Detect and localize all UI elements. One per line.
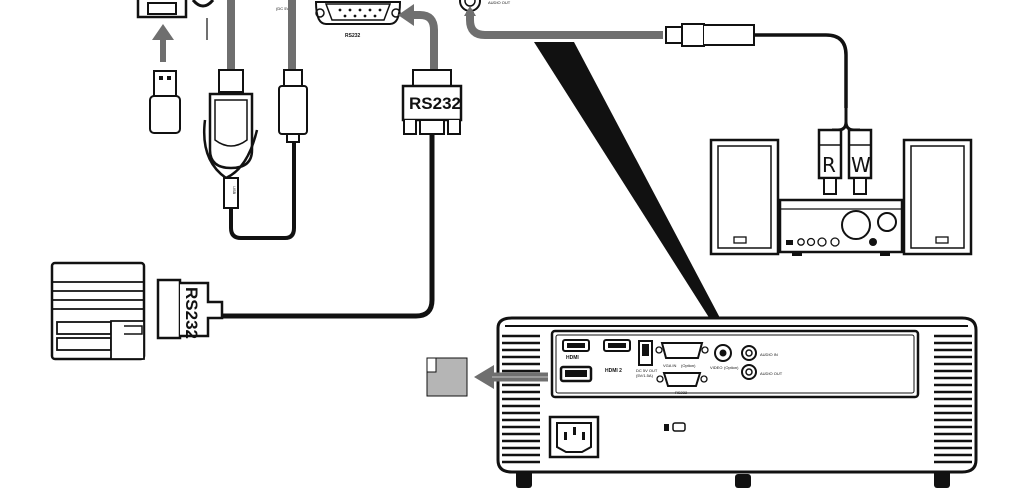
audio-jack-icon: AUDIO OUT (459, 0, 511, 12)
lock-icon (664, 422, 686, 432)
audio-out-top-label: AUDIO OUT (488, 0, 511, 5)
arrow-icon (474, 365, 548, 389)
rs232-connector-icon: RS232 (401, 69, 463, 135)
panel-dc-out-label: DC 5V OUT (636, 368, 658, 373)
rs232-cable-top (398, 4, 438, 76)
panel-vga-label: VGA IN (663, 363, 676, 368)
vent-grille-left (502, 334, 540, 464)
panel-rs232-label: RS232 (675, 390, 688, 395)
audio-cable (464, 6, 860, 132)
rs232-port-label: RS232 (345, 33, 361, 39)
panel-hdmi1-label: HDMI (566, 355, 579, 361)
speaker-icon (709, 138, 780, 256)
panel-audio-in-label: AUDIO IN (760, 352, 778, 357)
callout-pointer (534, 42, 729, 338)
amplifier-icon (778, 198, 904, 256)
usb-stick-icon (149, 70, 181, 134)
panel-audio-out-label: AUDIO OUT (760, 371, 783, 376)
rs232-plug-left-label: RS232 (182, 287, 201, 339)
panel-hdmi2-label: HDMI 2 (605, 368, 622, 374)
arrow-icon (152, 24, 174, 62)
hdmi-dongle-icon: USB (203, 0, 259, 209)
rs232-port-top: RS232 (314, 1, 402, 39)
power-socket-icon (548, 415, 600, 459)
rear-io-panel: HDMI HDMI 2 DC 5V OUT (5V/1.5A) VGA IN (… (550, 329, 920, 399)
speaker-icon (902, 138, 973, 256)
vent-grille-right (934, 334, 972, 464)
dc-out-label: (DC 5V) (276, 6, 291, 11)
rca-left-label: W (851, 153, 871, 177)
panel-video-sub-label: (Option) (724, 365, 739, 370)
top-device-fragment: (DC 5V) (136, 0, 291, 40)
hdmi-plug-icon (278, 0, 308, 143)
rs232-cable (218, 134, 435, 319)
rca-right-label: R (822, 153, 836, 177)
panel-dc-out-sub-label: (5V/1.5A) (636, 373, 654, 378)
hdmi-dongle-icon (426, 357, 468, 397)
rca-plug-icon: R W (817, 128, 873, 195)
usb-power-cable (229, 142, 296, 240)
panel-vga-sub-label: (Option) (681, 363, 696, 368)
usb-cable-label: USB (232, 186, 237, 195)
rs232-plug-top-label: RS232 (409, 94, 461, 113)
panel-video-label: VIDEO (710, 365, 722, 370)
pc-icon (50, 261, 146, 361)
rs232-connector-icon: RS232 (156, 278, 224, 340)
